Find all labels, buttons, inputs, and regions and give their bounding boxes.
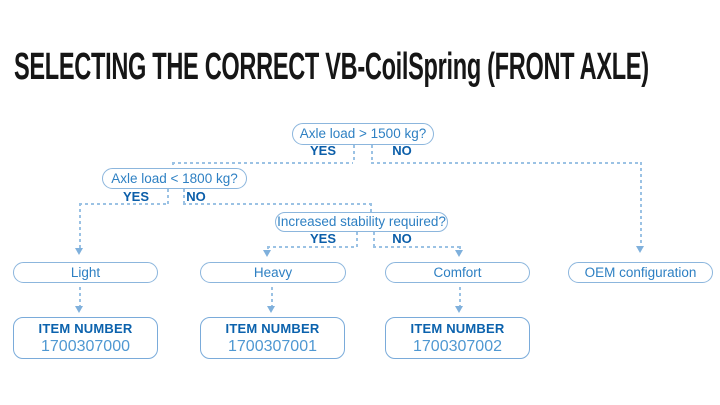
item-number-heading: ITEM NUMBER	[225, 320, 320, 336]
decision-question: Axle load > 1500 kg?	[299, 126, 427, 142]
item-number-value: 1700307001	[228, 337, 317, 355]
connector-light-item	[79, 287, 81, 306]
outcome-label: Heavy	[253, 264, 293, 280]
connector-yes3-horizontal	[267, 246, 356, 248]
arrowhead-down-icon	[75, 306, 83, 313]
outcome-label: OEM configuration	[584, 264, 697, 280]
page-title: SELECTING THE CORRECT VB-CoilSpring (FRO…	[14, 46, 649, 88]
connector-no1-horizontal	[371, 162, 641, 164]
connector-no2-horizontal	[183, 203, 371, 205]
connector-yes1-stub	[353, 145, 355, 163]
arrowhead-down-icon	[263, 250, 271, 257]
item-number-value: 1700307000	[41, 337, 130, 355]
decision-node-axle-load-1800: Axle load < 1800 kg?	[102, 168, 247, 189]
decision-node-increased-stability: Increased stability required?	[275, 212, 448, 232]
decision-question: Increased stability required?	[277, 214, 446, 230]
arrowhead-down-icon	[455, 306, 463, 313]
connector-no3-drop-comfort	[459, 246, 461, 250]
branch-label-no-3: NO	[392, 231, 412, 246]
connector-yes1-horizontal	[172, 162, 353, 164]
branch-label-yes-1: YES	[309, 143, 336, 158]
branch-label-no-2: NO	[186, 189, 206, 204]
branch-label-no-1: NO	[392, 143, 412, 158]
connector-yes1-drop	[172, 162, 174, 168]
branch-label-yes-2: YES	[122, 189, 149, 204]
connector-no2-stub	[183, 189, 185, 204]
connector-yes2-stub	[167, 189, 169, 204]
decision-node-axle-load-1500: Axle load > 1500 kg?	[292, 123, 434, 145]
item-number-heading: ITEM NUMBER	[38, 320, 133, 336]
branch-label-yes-3: YES	[309, 231, 336, 246]
connector-yes3-stub	[356, 232, 358, 247]
outcome-node-light: Light	[13, 262, 158, 283]
item-box-light: ITEM NUMBER 1700307000	[13, 317, 158, 359]
arrowhead-down-icon	[75, 248, 83, 255]
arrowhead-down-icon	[455, 250, 463, 257]
outcome-label: Light	[70, 264, 101, 280]
item-box-heavy: ITEM NUMBER 1700307001	[200, 317, 345, 359]
outcome-node-comfort: Comfort	[385, 262, 530, 283]
arrowhead-down-icon	[636, 246, 644, 253]
connector-yes2-horizontal	[79, 203, 167, 205]
arrowhead-down-icon	[267, 306, 275, 313]
outcome-label: Comfort	[433, 264, 482, 280]
connector-no1-drop-oem	[640, 162, 642, 246]
connector-heavy-item	[271, 287, 273, 306]
connector-no3-horizontal	[373, 246, 459, 248]
decision-question: Axle load < 1800 kg?	[111, 170, 238, 186]
connector-comfort-item	[459, 287, 461, 306]
item-number-value: 1700307002	[413, 337, 502, 355]
item-box-comfort: ITEM NUMBER 1700307002	[385, 317, 530, 359]
outcome-node-heavy: Heavy	[200, 262, 346, 283]
connector-no3-stub	[373, 232, 375, 247]
connector-yes2-drop-light	[79, 203, 81, 248]
item-number-heading: ITEM NUMBER	[410, 320, 505, 336]
connector-yes3-drop-heavy	[267, 246, 269, 250]
connector-no2-drop	[370, 203, 372, 212]
outcome-node-oem-configuration: OEM configuration	[568, 262, 713, 283]
connector-no1-stub	[371, 145, 373, 163]
